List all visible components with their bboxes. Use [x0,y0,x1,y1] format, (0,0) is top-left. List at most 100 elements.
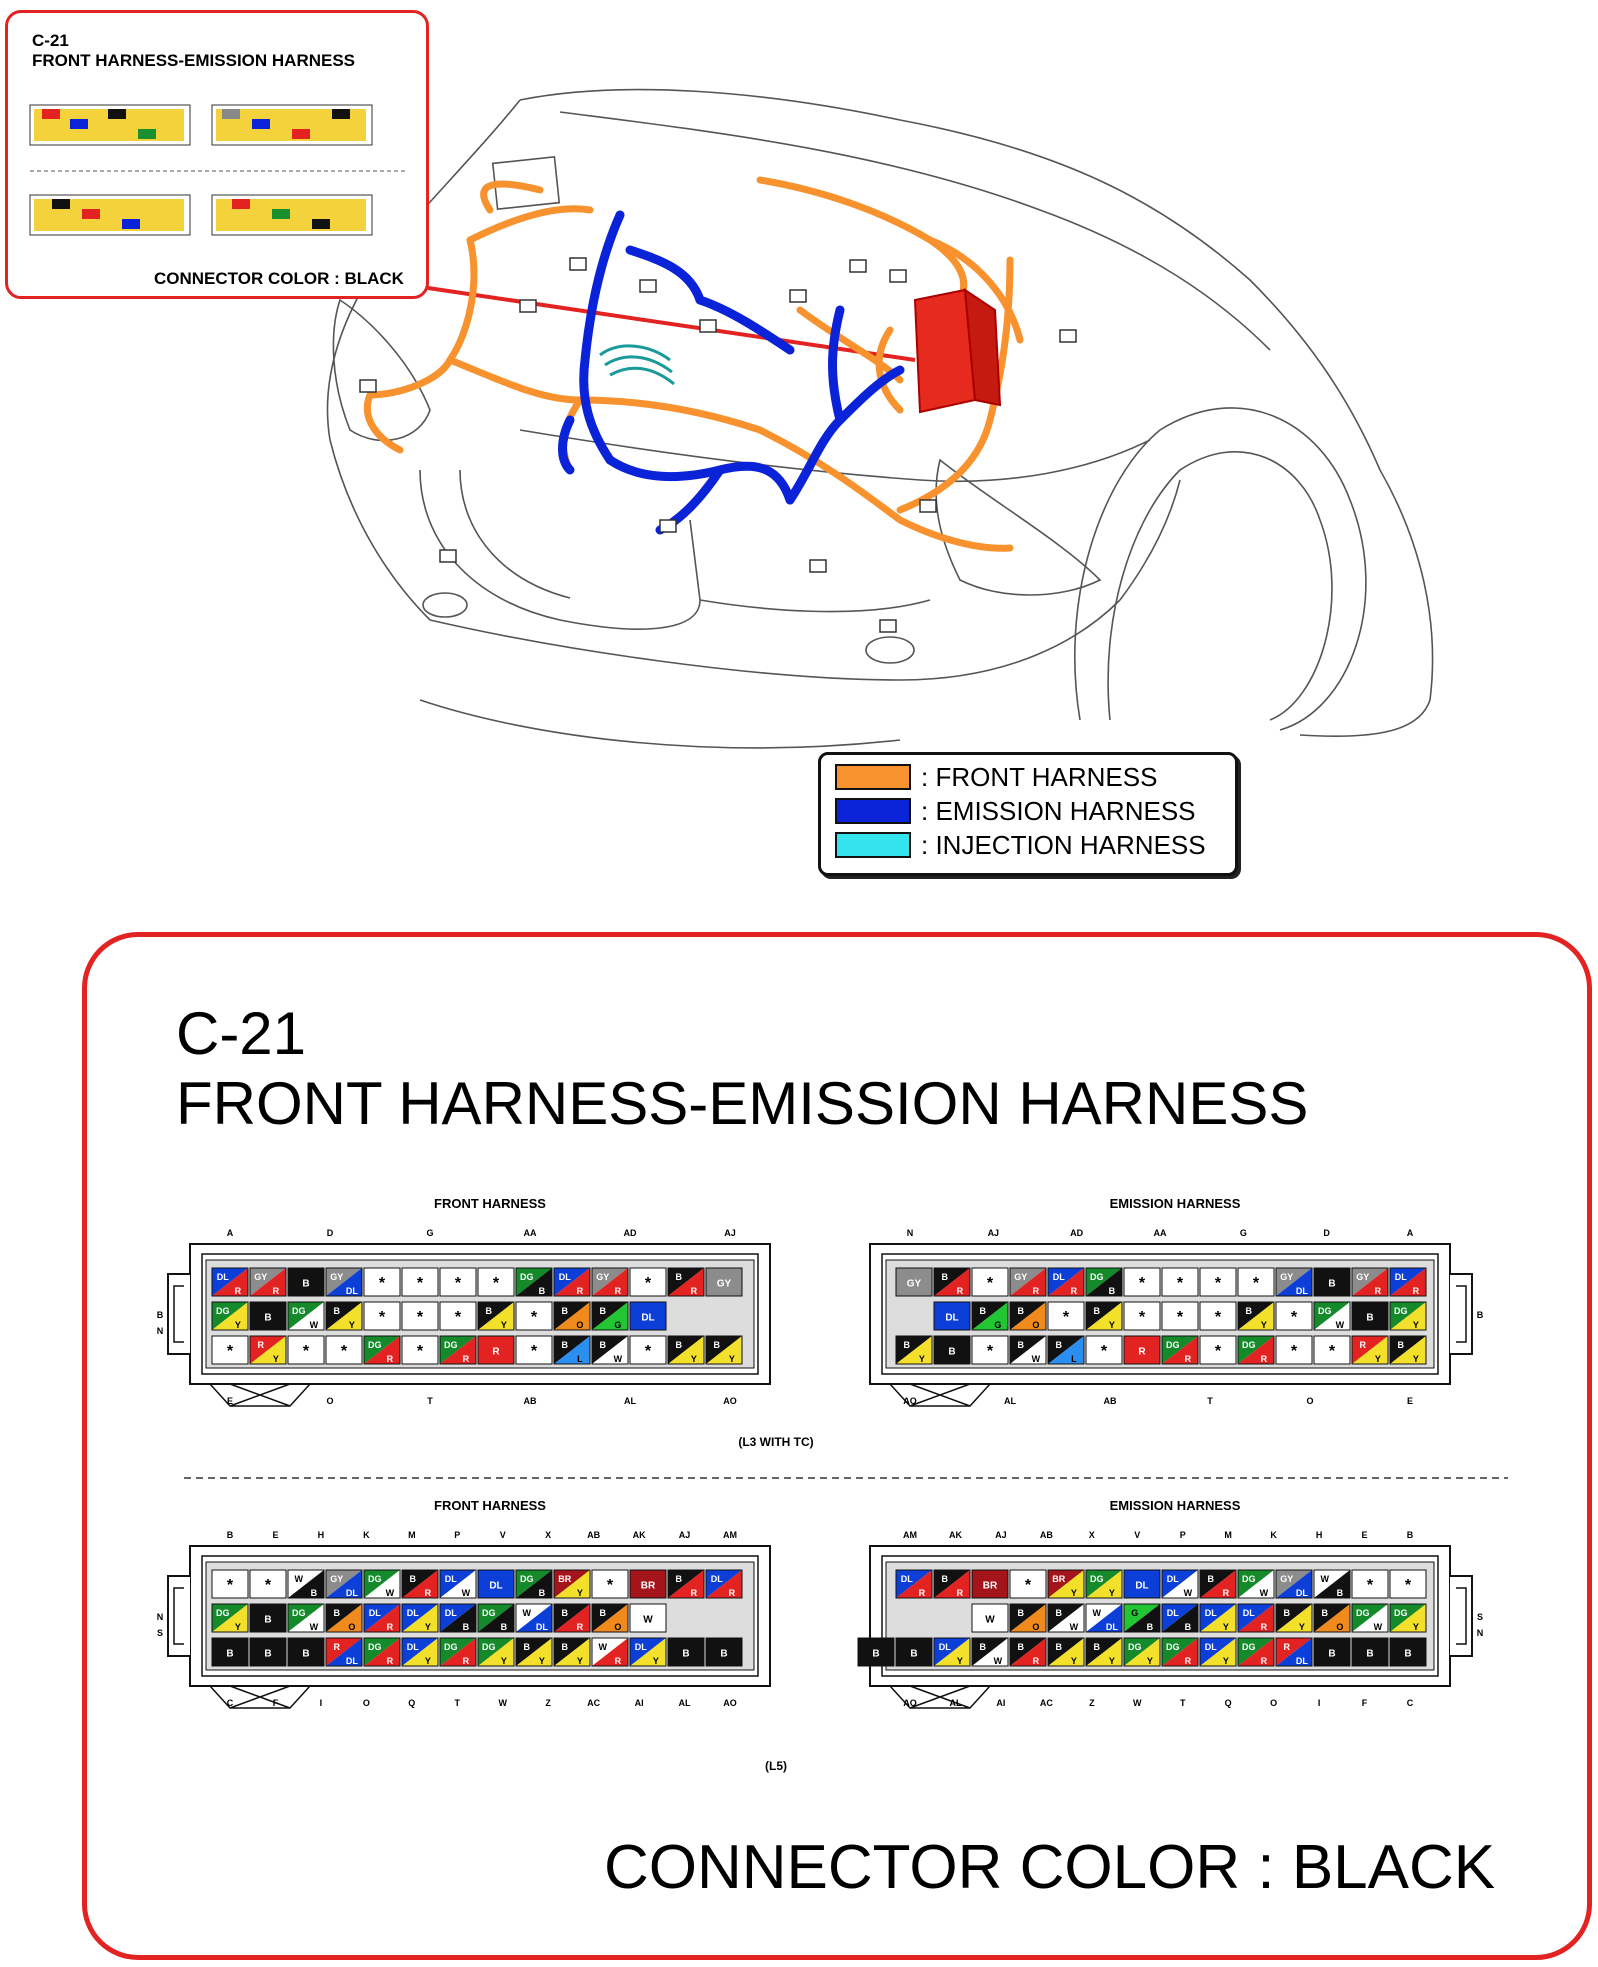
pin-position-label: AB [587,1530,600,1540]
wire-base-color: DL [1167,1574,1179,1584]
pin-position-label: AD [624,1228,637,1238]
pin-cell: * [1161,1301,1199,1331]
wire-stripe-color: Y [577,1588,583,1598]
wire-base-color: DG [216,1608,230,1618]
pin-cell: * [249,1569,287,1599]
wire-base-color: W [523,1608,532,1618]
pin-cell: BO [1313,1603,1351,1633]
wire-stripe-color: Y [577,1656,583,1666]
wire-stripe-color: DL [1296,1286,1308,1296]
legend-swatch [835,798,911,824]
wire-stripe-color: Y [1299,1622,1305,1632]
pin-position-label: AD [1070,1228,1083,1238]
pin-cell: RY [1351,1335,1389,1365]
wire-stripe-color: O [576,1320,583,1330]
pin-cell: B [895,1637,933,1667]
pin-position-label: AJ [995,1530,1007,1540]
pin-position-label: D [327,1228,334,1238]
pin-position-label: O [363,1698,370,1708]
legend-label: : FRONT HARNESS [921,761,1158,792]
pin-position-label: AO [723,1396,737,1406]
pin-unused: * [227,1343,234,1360]
pin-cell: DLR [363,1603,401,1633]
wire-base-color: B [980,1642,987,1652]
pin-position-label: V [1134,1530,1140,1540]
wire-stripe-color: Y [1413,1622,1419,1632]
pin-position-label: S [1477,1612,1483,1622]
pin-position-label: AM [723,1530,737,1540]
wire-stripe-color: W [462,1588,471,1598]
wire-stripe-color: Y [919,1354,925,1364]
pin-cell: BY [325,1301,363,1331]
pin-position-label: K [1270,1530,1277,1540]
pin-cell: BY [895,1335,933,1365]
pin-cell: DGR [439,1637,477,1667]
pin-unused: * [417,1343,424,1360]
wire-stripe-color: R [1033,1656,1040,1666]
pin-position-label: W [1133,1698,1142,1708]
wire-base-color: DG [1166,1642,1180,1652]
pin-cell: BR [1199,1569,1237,1599]
wire-base-color: BR [558,1574,571,1584]
pin-cell: * [363,1301,401,1331]
wire-base-color: B [1018,1608,1025,1618]
pin-cell: DGY [1085,1569,1123,1599]
pin-unused: * [1177,1309,1184,1326]
pin-position-label: G [1240,1228,1247,1238]
pin-unused: * [379,1309,386,1326]
wire-stripe-color: Y [1261,1320,1267,1330]
wire-stripe-color: Y [1375,1354,1381,1364]
emission-harness-label: EMISSION HARNESS [1110,1196,1241,1211]
wire-base-color: DG [1242,1340,1256,1350]
pin-position-label: AO [903,1396,917,1406]
pin-position-label: W [498,1698,507,1708]
wire-base-color: DL [407,1608,419,1618]
wire-stripe-color: R [1223,1588,1230,1598]
pin-cell: * [629,1267,667,1297]
wire-stripe-color: R [387,1656,394,1666]
pin-cell: BR [553,1603,591,1633]
wire-stripe-color: Y [1223,1656,1229,1666]
pin-cell: BY [515,1637,553,1667]
wire-base-color: DG [1394,1608,1408,1618]
pin-cell: * [401,1301,439,1331]
pin-position-label: Q [1225,1698,1232,1708]
inset-connector-color: CONNECTOR COLOR : BLACK [154,269,404,288]
pin-cell: DLR [705,1569,743,1599]
pin-cell: R [1123,1335,1161,1365]
wire-stripe-color: W [1070,1622,1079,1632]
wire-stripe-color: B [463,1622,470,1632]
wire-base-color: DG [444,1340,458,1350]
wire-base-color: R [334,1642,341,1652]
pin-cell: * [629,1335,667,1365]
wire-stripe-color: R [577,1622,584,1632]
wire-base-color: B [1018,1642,1025,1652]
pin-position-label: AB [1040,1530,1053,1540]
wire-base-color: W [295,1574,304,1584]
wire-stripe-color: Y [1413,1320,1419,1330]
emission-harness-connector: GYBR*GYRDLRDGB****GYDLBGYRDLRDLBGBO*BY**… [869,1228,1484,1407]
pin-position-label: AA [1154,1228,1167,1238]
wire-stripe-color: W [1032,1354,1041,1364]
pin-unused: * [531,1309,538,1326]
pin-cell: * [591,1569,629,1599]
pin-position-label: AC [1040,1698,1053,1708]
pin-cell: DL [933,1301,971,1331]
wire-stripe-color: G [614,1320,621,1330]
pin-cell: BR [933,1569,971,1599]
wire-stripe-color: Y [501,1656,507,1666]
pin-cell: RDL [325,1637,363,1667]
pin-position-label: N [907,1228,914,1238]
wire-base-color: GY [596,1272,609,1282]
pin-unused: * [1215,1343,1222,1360]
pin-cell: W [971,1603,1009,1633]
pin-cell: BY [705,1335,743,1365]
wire-stripe-color: O [1032,1320,1039,1330]
pin-cell: DLR [895,1569,933,1599]
legend-swatch [835,832,911,858]
wire-base-color: B [1398,1340,1405,1350]
pin-cell: * [477,1267,515,1297]
pin-unused: * [1215,1275,1222,1292]
wire-stripe-color: R [273,1286,280,1296]
